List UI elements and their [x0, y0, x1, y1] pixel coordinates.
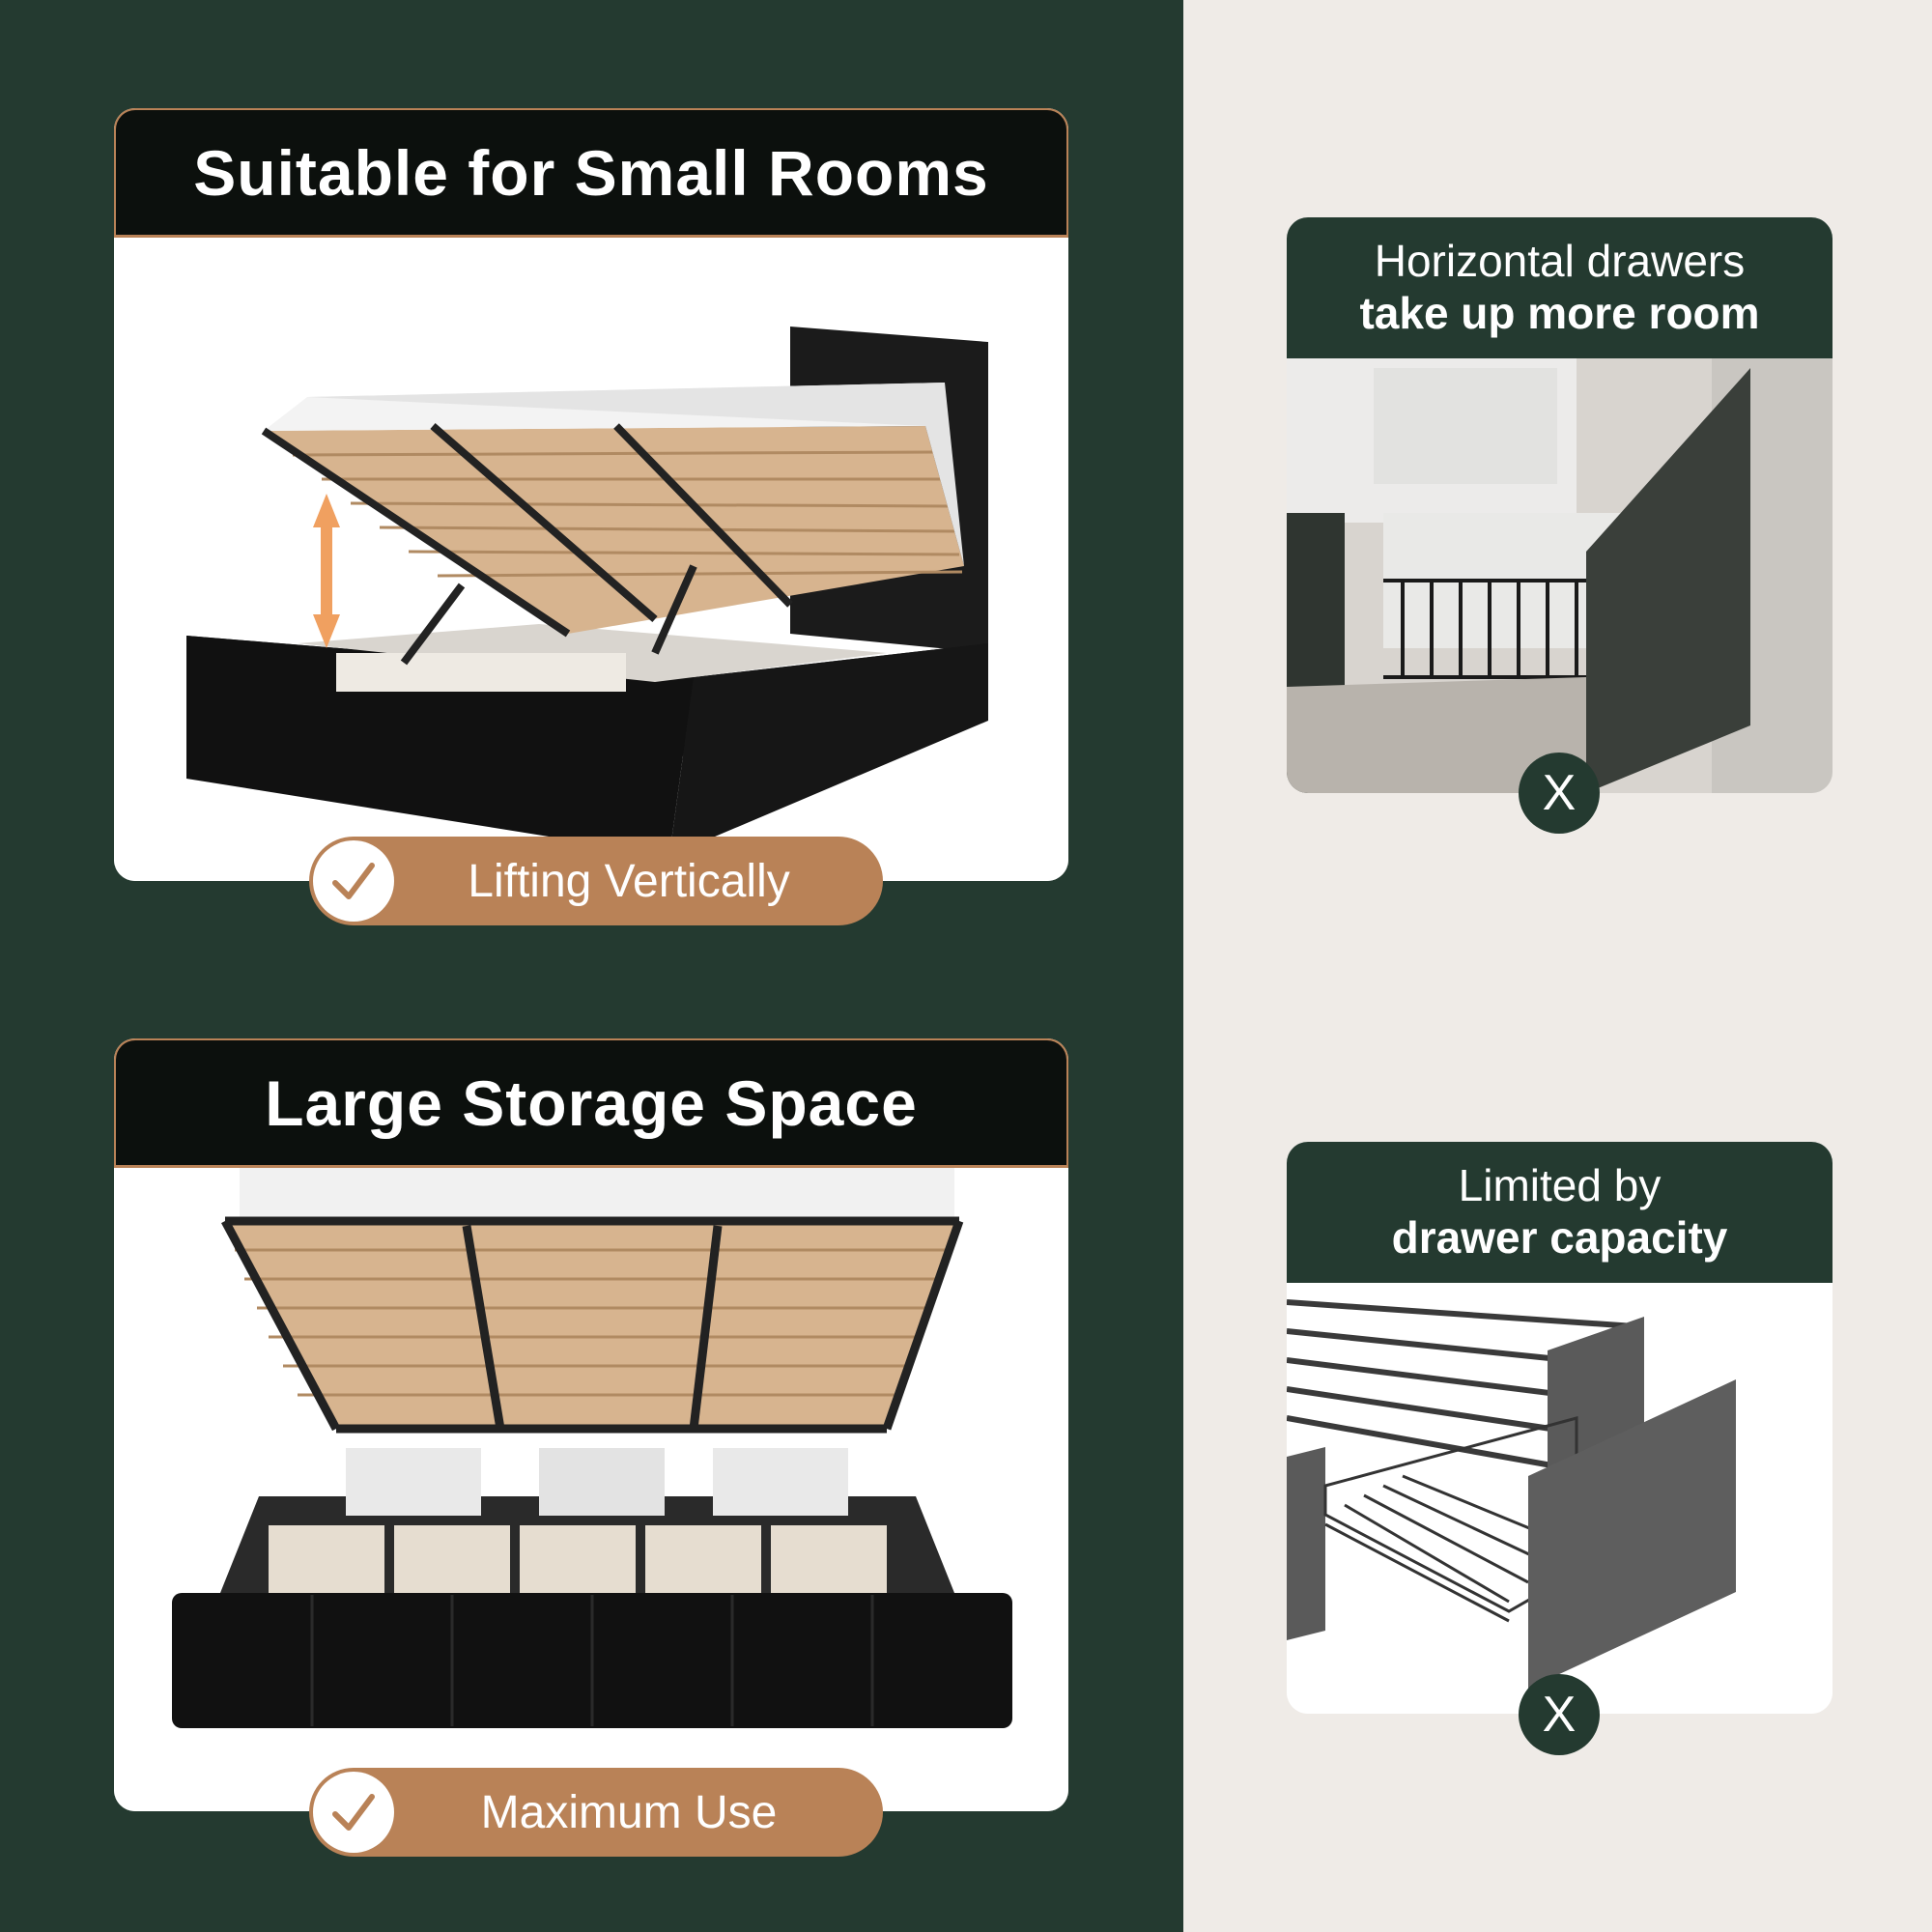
x-mark-icon: X — [1519, 1674, 1600, 1755]
horizontal-drawers-card: Horizontal drawers take up more room — [1287, 217, 1833, 793]
storage-bed-image — [114, 1168, 1068, 1811]
storage-space-title: Large Storage Space — [114, 1038, 1068, 1168]
lifting-vertically-label: Lifting Vertically — [468, 855, 790, 907]
drawer-frame-image — [1287, 1283, 1833, 1714]
drawer-bed-image — [1287, 358, 1833, 793]
x-mark-icon: X — [1519, 753, 1600, 834]
maximum-use-label: Maximum Use — [480, 1786, 778, 1838]
lifting-vertically-badge: Lifting Vertically — [309, 837, 883, 925]
drawer-capacity-header: Limited by drawer capacity — [1287, 1142, 1833, 1283]
small-rooms-card: Suitable for Small Rooms — [114, 108, 1068, 881]
storage-space-card: Large Storage Space — [114, 1038, 1068, 1811]
horizontal-drawers-line2: take up more room — [1359, 288, 1760, 338]
checkmark-icon — [313, 840, 394, 922]
checkmark-icon — [313, 1772, 394, 1853]
lifting-bed-image — [114, 238, 1068, 881]
small-rooms-title: Suitable for Small Rooms — [114, 108, 1068, 238]
drawer-capacity-card: Limited by drawer capacity — [1287, 1142, 1833, 1714]
maximum-use-badge: Maximum Use — [309, 1768, 883, 1857]
horizontal-drawers-line1: Horizontal drawers — [1374, 236, 1746, 286]
horizontal-drawers-header: Horizontal drawers take up more room — [1287, 217, 1833, 358]
drawer-capacity-line2: drawer capacity — [1391, 1212, 1728, 1263]
drawer-capacity-line1: Limited by — [1458, 1160, 1662, 1210]
